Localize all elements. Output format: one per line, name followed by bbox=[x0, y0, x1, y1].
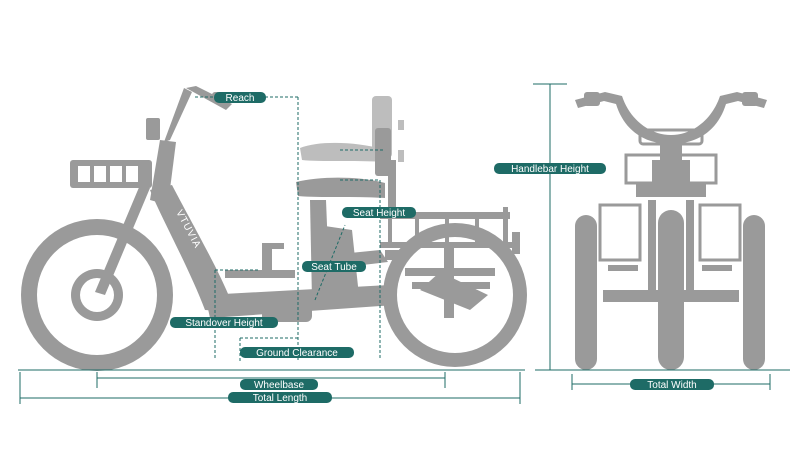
front-basket bbox=[70, 160, 152, 188]
side-view-trike: VTUVIA bbox=[21, 86, 527, 371]
total-length-label: Total Length bbox=[253, 393, 308, 404]
dimension-lines-side bbox=[18, 96, 525, 404]
front-wheel bbox=[21, 219, 173, 371]
label-total-width: Total Width bbox=[630, 379, 714, 391]
reach-label: Reach bbox=[226, 93, 255, 104]
label-ground-clearance: Ground Clearance bbox=[240, 347, 354, 359]
rear-wheel bbox=[383, 223, 527, 367]
seat-tube-label: Seat Tube bbox=[311, 262, 357, 273]
standover-height-label: Standover Height bbox=[185, 318, 262, 329]
seat-height-label: Seat Height bbox=[353, 208, 405, 219]
handlebar-height-label: Handlebar Height bbox=[511, 164, 589, 175]
label-seat-tube: Seat Tube bbox=[302, 261, 366, 273]
label-total-length: Total Length bbox=[228, 392, 332, 404]
label-handlebar-height: Handlebar Height bbox=[494, 163, 606, 175]
total-width-label: Total Width bbox=[647, 380, 696, 391]
label-seat-height: Seat Height bbox=[342, 207, 416, 219]
seat bbox=[296, 96, 404, 212]
wheelbase-label: Wheelbase bbox=[254, 380, 304, 391]
ground-clearance-label: Ground Clearance bbox=[256, 348, 338, 359]
front-view-trike bbox=[575, 92, 767, 370]
rear-basket bbox=[380, 207, 520, 254]
label-standover-height: Standover Height bbox=[170, 317, 278, 329]
label-reach: Reach bbox=[214, 92, 266, 104]
frame: VTUVIA bbox=[95, 86, 395, 326]
label-wheelbase: Wheelbase bbox=[240, 379, 318, 391]
